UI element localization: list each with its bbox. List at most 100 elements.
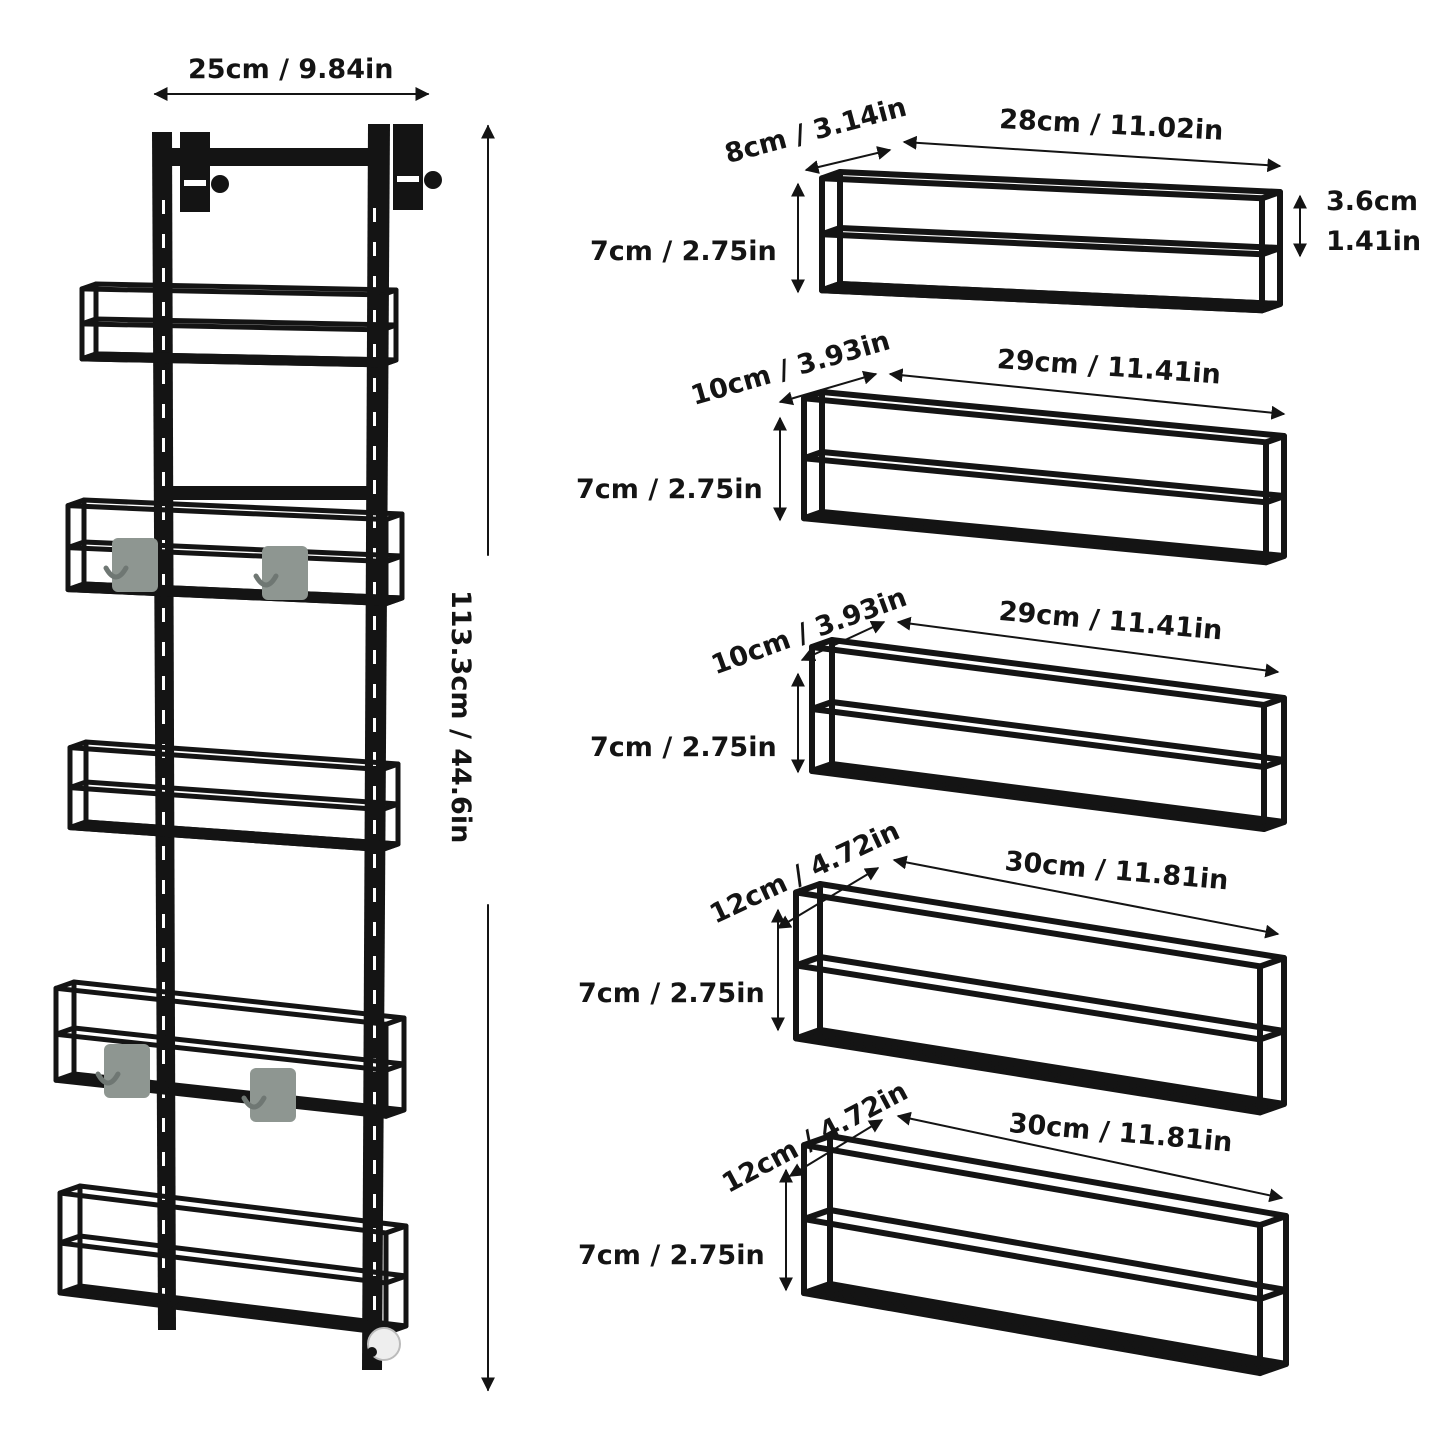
pole-slot xyxy=(373,344,376,358)
pole-slot xyxy=(162,982,165,996)
pole-slot xyxy=(162,404,165,418)
basket-2-width-arrow xyxy=(888,368,1286,420)
pole-slot xyxy=(162,812,165,826)
hook-pad-curve xyxy=(103,565,129,580)
pole-slot xyxy=(162,880,165,894)
pole-slot xyxy=(162,268,165,282)
pole-slot xyxy=(162,438,165,452)
top-crossbar xyxy=(172,148,368,166)
basket-rail xyxy=(793,954,1287,1043)
basket-2-drawing xyxy=(801,389,1287,566)
basket-5-drawing xyxy=(801,1133,1289,1377)
pole-slot xyxy=(373,956,376,970)
pole-slot xyxy=(162,370,165,384)
basket-1-side-height-line1: 3.6cm xyxy=(1326,186,1418,217)
overall-height-label: 113.3cm / 44.6in xyxy=(445,590,476,844)
pole-slot xyxy=(162,1118,165,1132)
pole-slot xyxy=(373,684,376,698)
basket-dimension-arrows xyxy=(771,135,1307,1292)
basket-rail xyxy=(67,739,401,773)
basket-rail xyxy=(79,316,399,333)
pole-slot xyxy=(373,1296,376,1310)
basket-2-height-label: 7cm / 2.75in xyxy=(576,474,763,505)
pole-slot xyxy=(373,1194,376,1208)
basket-4-height-label: 7cm / 2.75in xyxy=(578,978,765,1009)
pole-slot xyxy=(373,1126,376,1140)
pole-slot xyxy=(373,718,376,732)
basket-rail xyxy=(79,281,399,298)
pole-slot xyxy=(373,820,376,834)
pole-slot xyxy=(373,208,376,222)
pole-slot xyxy=(162,710,165,724)
pole-slot xyxy=(373,854,376,868)
pole-slot xyxy=(162,1152,165,1166)
pole-slot xyxy=(162,200,165,214)
pole-slot xyxy=(162,336,165,350)
pole-slot xyxy=(373,888,376,902)
pole-slot xyxy=(162,1050,165,1064)
hook-pad-curve xyxy=(253,573,279,588)
pole-slot xyxy=(373,1262,376,1276)
shower-caddy-assembled xyxy=(53,87,495,1392)
screw-slot-right xyxy=(397,176,419,182)
overall-width-label: 25cm / 9.84in xyxy=(188,54,394,85)
bottom-screw xyxy=(367,1347,377,1357)
screw-knob-right xyxy=(424,171,442,189)
basket-1-height-label: 7cm / 2.75in xyxy=(590,236,777,267)
basket-3-depth-arrow xyxy=(800,620,886,662)
basket-2-depth-arrow xyxy=(778,370,878,406)
pole-slot xyxy=(162,1254,165,1268)
basket-floor-bar xyxy=(814,1028,1284,1108)
pole-slot xyxy=(162,948,165,962)
basket-floor-bar xyxy=(816,510,1284,560)
pole-slot xyxy=(373,378,376,392)
pole-slot xyxy=(162,676,165,690)
basket-floor-bar xyxy=(824,1282,1286,1368)
pole-slot xyxy=(373,1058,376,1072)
rack-baskets xyxy=(53,281,409,1336)
pole-slot xyxy=(373,616,376,630)
pole-slot xyxy=(373,990,376,1004)
basket-floor-bar xyxy=(826,762,1284,826)
basket-rail xyxy=(793,881,1287,970)
hook-pad xyxy=(250,1068,296,1122)
pole-slot xyxy=(373,650,376,664)
pole-left xyxy=(152,132,176,1330)
basket-rail xyxy=(67,779,401,813)
basket-rail xyxy=(65,497,405,523)
pole-slot xyxy=(162,472,165,486)
basket-1-depth-arrow xyxy=(804,146,892,174)
pole-slot xyxy=(373,1228,376,1242)
pole-slot xyxy=(162,846,165,860)
pole-slot xyxy=(162,642,165,656)
pole-slot xyxy=(373,446,376,460)
door-hook-left xyxy=(180,132,210,212)
hook-pad xyxy=(104,1044,150,1098)
pole-slot xyxy=(373,310,376,324)
basket-1-side-height-line2: 1.41in xyxy=(1326,226,1422,257)
rack-basket-3 xyxy=(67,739,401,853)
basket-rail xyxy=(819,225,1283,258)
hook-pad-curve xyxy=(95,1071,121,1086)
basket-5-depth-arrow xyxy=(788,1119,884,1177)
basket-rail xyxy=(57,1183,409,1236)
rack-basket-1 xyxy=(79,281,399,368)
pole-slot xyxy=(162,506,165,520)
rack-basket-5 xyxy=(57,1183,409,1336)
basket-rail xyxy=(809,637,1287,708)
basket-rail xyxy=(809,699,1287,770)
basket-4-depth-arrow xyxy=(776,867,880,929)
pole-slot xyxy=(373,276,376,290)
pole-slot xyxy=(162,234,165,248)
basket-1-width-arrow xyxy=(902,135,1282,173)
pole-slot xyxy=(373,752,376,766)
pole-slot xyxy=(373,1160,376,1174)
basket-floor xyxy=(79,351,399,368)
basket-rail xyxy=(57,1233,409,1286)
pole-slot xyxy=(373,582,376,596)
lower-crossbar xyxy=(172,486,368,500)
basket-floor xyxy=(67,819,401,853)
basket-3-drawing xyxy=(809,637,1287,832)
pole-slot xyxy=(162,1186,165,1200)
